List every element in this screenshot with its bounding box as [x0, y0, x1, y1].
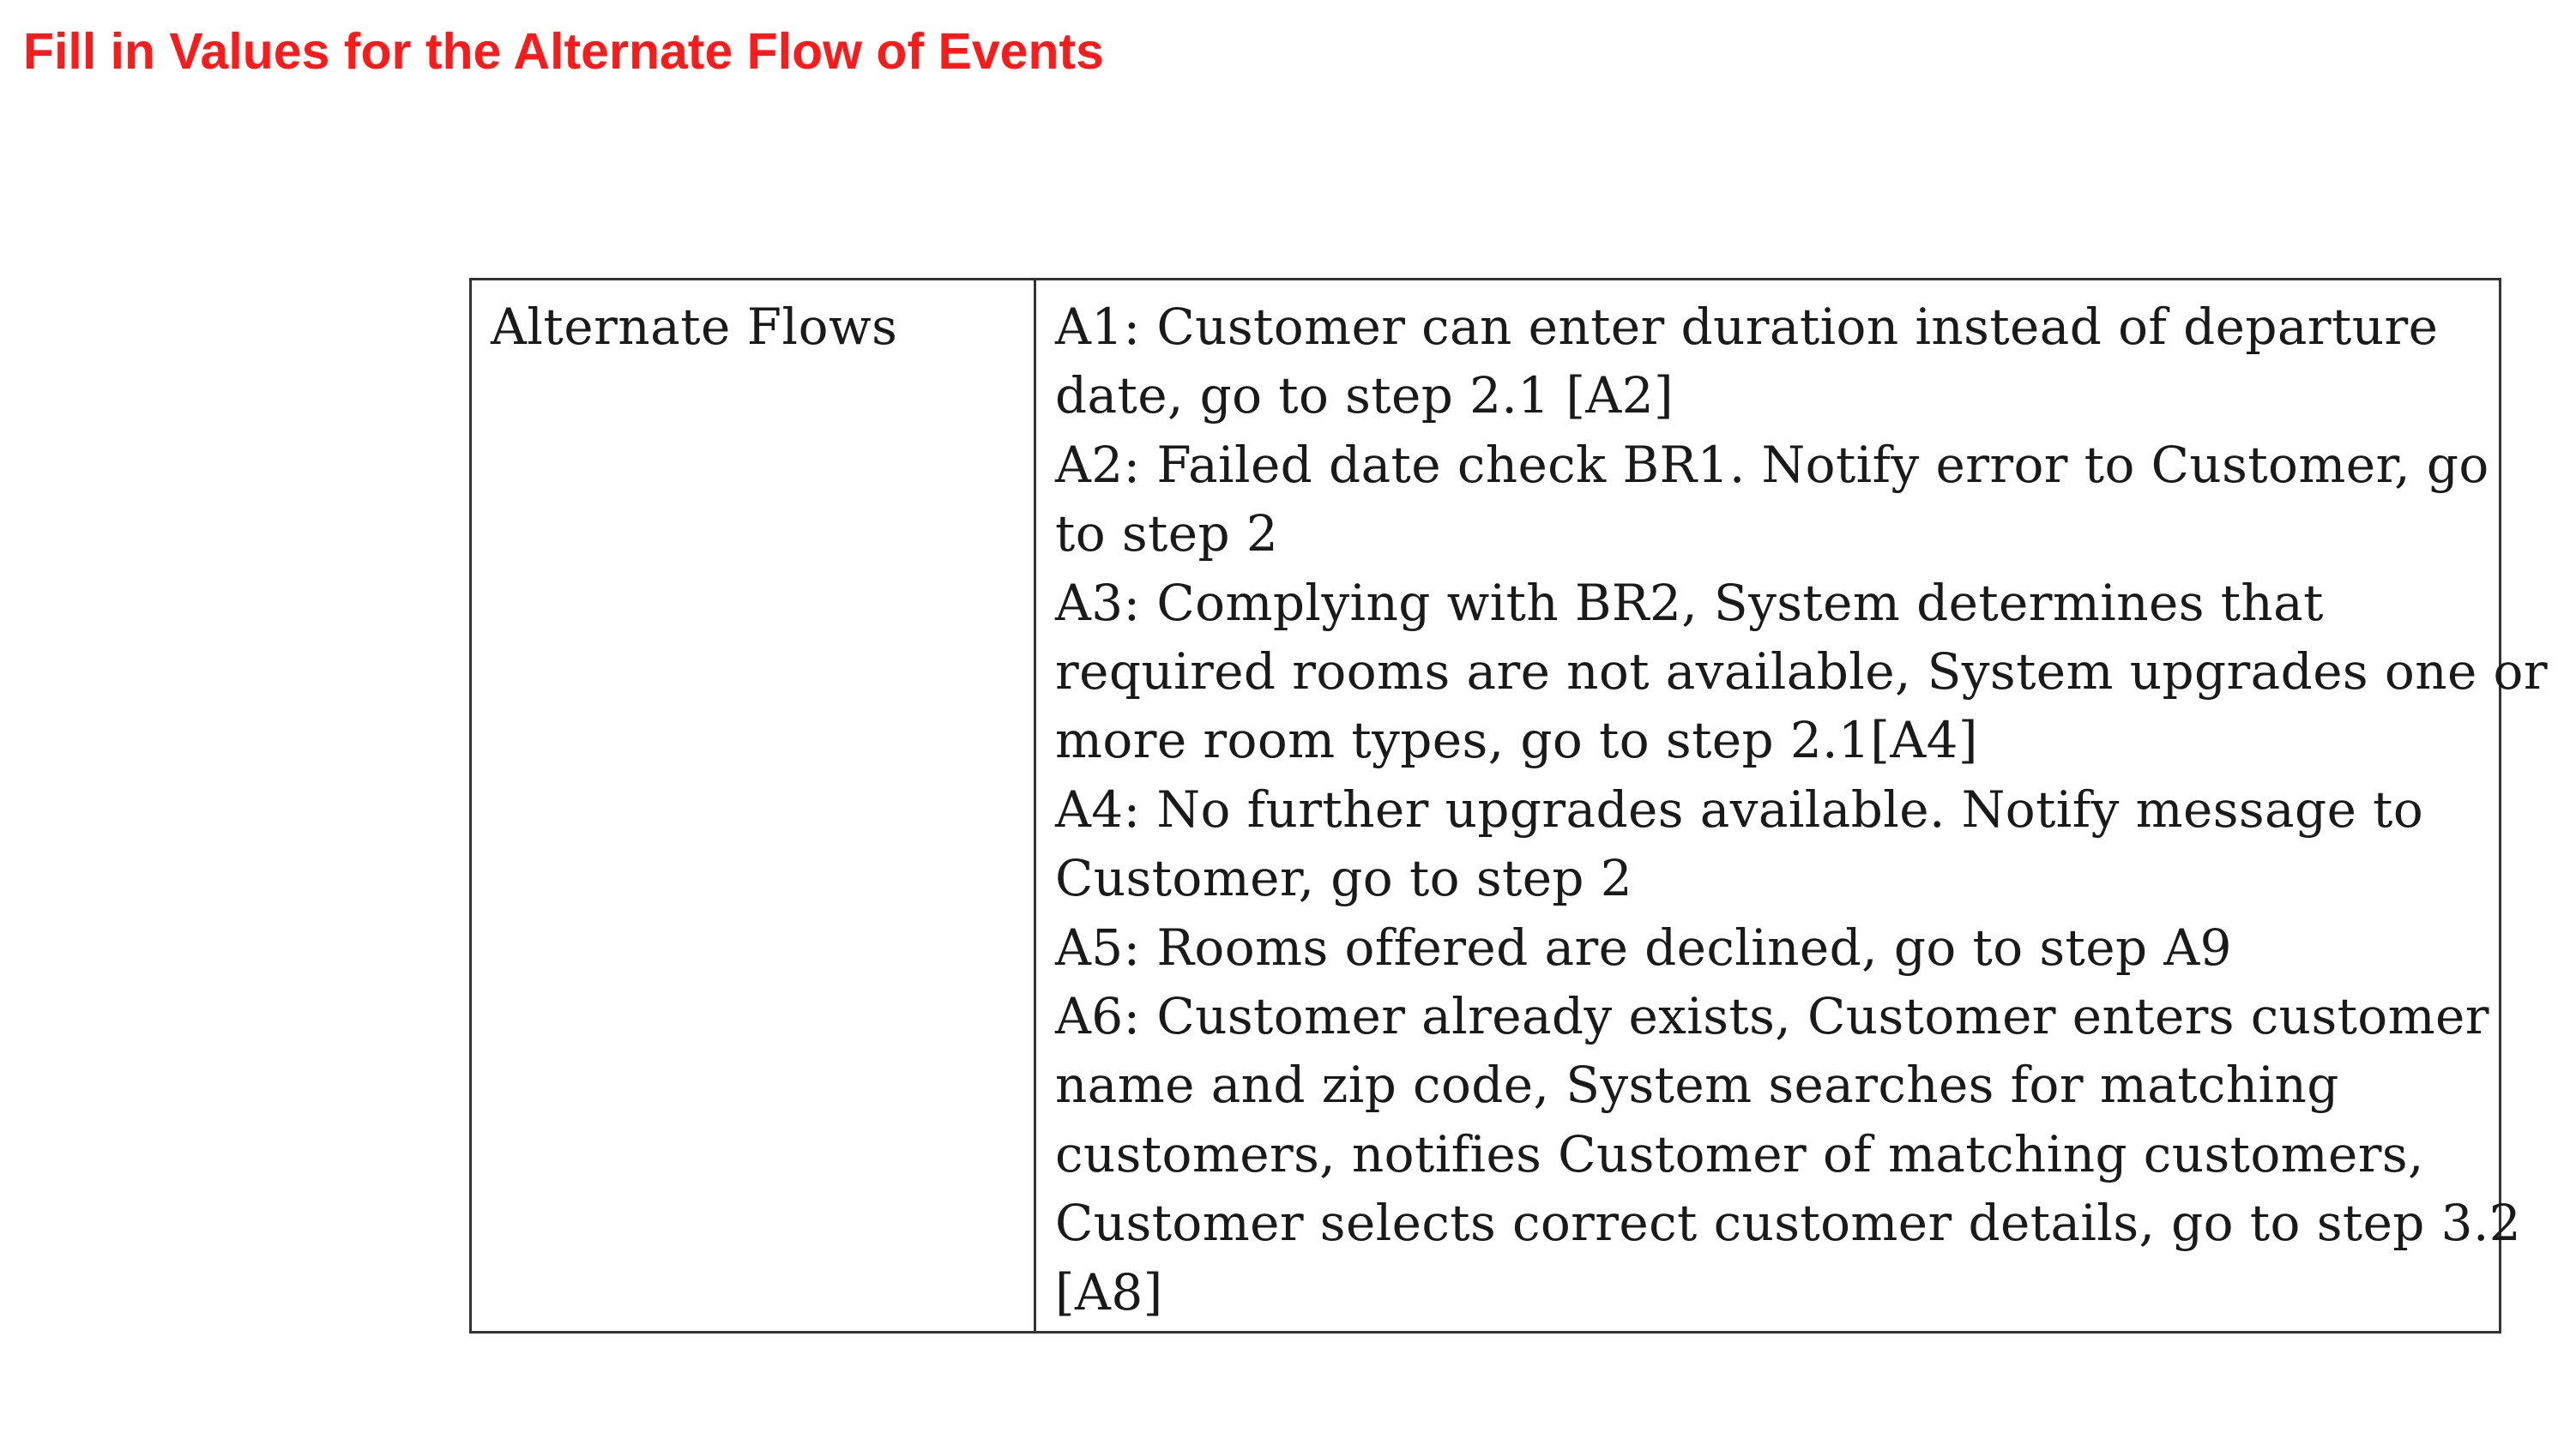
page-heading: Fill in Values for the Alternate Flow of… — [23, 23, 1104, 80]
flow-line: Customer, go to step 2 — [1055, 849, 1633, 908]
flow-line: A1: Customer can enter duration instead … — [1055, 298, 2439, 356]
flow-line: customers, notifies Customer of matching… — [1055, 1124, 2424, 1183]
alternate-flows-table: Alternate Flows A1: Customer can enter d… — [469, 278, 2548, 1334]
flow-line: A2: Failed date check BR1. Notify error … — [1055, 435, 2489, 494]
flow-line: required rooms are not available, System… — [1055, 642, 2548, 701]
flow-line: [A8] — [1055, 1262, 1163, 1322]
flow-line: A6: Customer already exists, Customer en… — [1055, 987, 2489, 1046]
flow-line: date, go to step 2.1 [A2] — [1055, 366, 1674, 425]
flow-line: Customer selects correct customer detail… — [1055, 1194, 2522, 1253]
flow-line: more room types, go to step 2.1[A4] — [1055, 711, 1978, 770]
table-row: Alternate Flows A1: Customer can enter d… — [469, 278, 2548, 1334]
flow-line: A5: Rooms offered are declined, go to st… — [1055, 918, 2232, 977]
flow-line: to step 2 — [1055, 504, 1279, 563]
flow-line: A3: Complying with BR2, System determine… — [1055, 573, 2324, 632]
flow-line: A4: No further upgrades available. Notif… — [1055, 780, 2424, 839]
alternate-flows-content: A1: Customer can enter duration instead … — [1034, 278, 2548, 1334]
alternate-flows-label: Alternate Flows — [469, 278, 1036, 1334]
flow-line: name and zip code, System searches for m… — [1055, 1056, 2339, 1115]
